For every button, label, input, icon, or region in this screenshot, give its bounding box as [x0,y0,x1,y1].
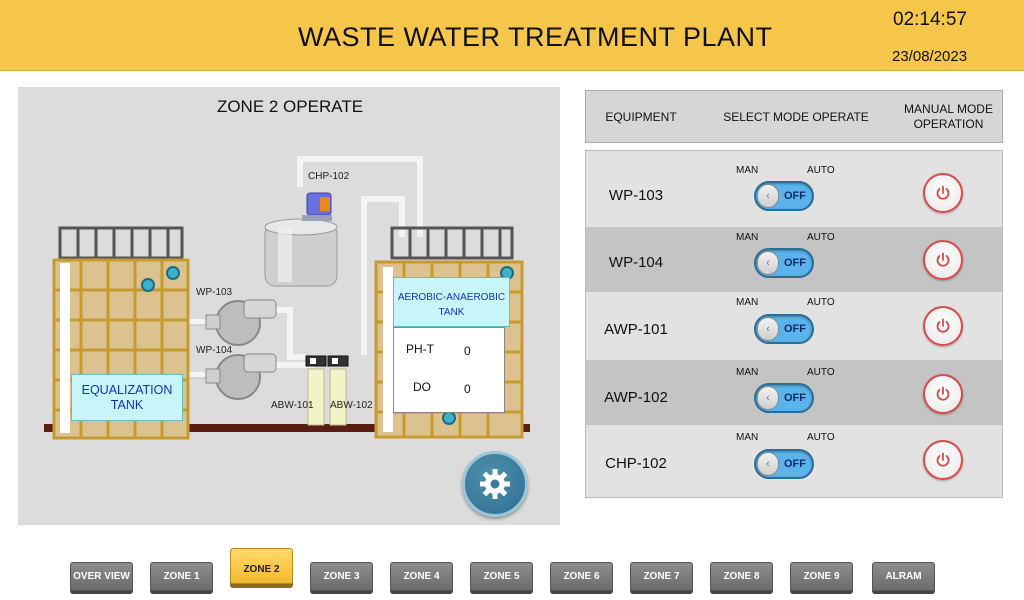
mode-toggle-wp-103[interactable]: ‹ OFF [754,181,814,211]
equipment-list: MAN AUTO WP-103 ‹ OFF MAN AUTO WP-104 ‹ … [585,150,1003,498]
label-wp-103: WP-103 [196,287,233,298]
nav-zone-4[interactable]: ZONE 4 [390,562,453,591]
equipment-name: WP-103 [608,187,664,204]
base-platform [44,424,530,432]
mode-toggle-awp-102[interactable]: ‹ OFF [754,383,814,413]
aerobic-tank-label: AEROBIC-ANAEROBIC TANK [393,277,510,327]
nav-zone-3[interactable]: ZONE 3 [310,562,373,591]
chemical-tank [264,192,338,287]
mode-toggle-awp-101[interactable]: ‹ OFF [754,314,814,344]
toggle-knob: ‹ [757,317,779,341]
header-manual-mode: MANUAL MODE OPERATION [904,102,993,131]
toggle-state: OFF [784,190,806,202]
nav-zone-8[interactable]: ZONE 8 [710,562,773,591]
power-button-wp-104[interactable] [923,240,963,280]
power-button-awp-102[interactable] [923,374,963,414]
label-abw-101: ABW-101 [271,400,314,411]
label-wp-104: WP-104 [196,345,233,356]
power-button-awp-101[interactable] [923,306,963,346]
do-label: DO [413,380,431,394]
auto-label: AUTO [807,232,835,243]
toggle-knob: ‹ [757,184,779,208]
label-abw-102: ABW-102 [330,400,373,411]
settings-button[interactable] [462,451,528,517]
power-icon [936,252,950,267]
clock-date: 23/08/2023 [892,48,968,65]
page-title: WASTE WATER TREATMENT PLANT [298,22,773,52]
toggle-knob: ‹ [757,386,779,410]
nav-zone-9[interactable]: ZONE 9 [790,562,853,591]
toggle-knob: ‹ [757,452,779,476]
gear-icon [480,469,510,499]
power-icon [936,185,950,200]
nav-zone-6[interactable]: ZONE 6 [550,562,613,591]
zone-title: ZONE 2 OPERATE [216,97,364,116]
header-bar: WASTE WATER TREATMENT PLANT 02:14:57 23/… [0,0,1024,71]
equipment-row-chp-102: MAN AUTO CHP-102 ‹ OFF [586,425,1002,497]
power-icon [936,318,950,333]
nav-zone-1[interactable]: ZONE 1 [150,562,213,591]
equipment-name: WP-104 [608,254,664,271]
clock-time: 02:14:57 [893,9,967,30]
pump-wp-104 [205,353,277,400]
auto-label: AUTO [807,432,835,443]
ph-value: 0 [464,344,471,358]
toggle-state: OFF [784,392,806,404]
pump-wp-103 [205,299,277,346]
man-label: MAN [736,165,759,176]
power-button-chp-102[interactable] [923,440,963,480]
equipment-name: CHP-102 [605,455,667,472]
do-value: 0 [464,382,471,396]
nav-zone-2[interactable]: ZONE 2 [230,548,293,584]
man-label: MAN [736,297,759,308]
man-label: MAN [736,232,759,243]
nav-overview[interactable]: OVER VIEW [70,562,133,591]
man-label: MAN [736,432,759,443]
power-icon [936,452,950,467]
toggle-state: OFF [784,257,806,269]
man-label: MAN [736,367,759,378]
auto-label: AUTO [807,367,835,378]
equipment-name: AWP-102 [604,389,668,406]
nav-zone-7[interactable]: ZONE 7 [630,562,693,591]
equipment-row-awp-101: MAN AUTO AWP-101 ‹ OFF [586,292,1002,360]
blower-abw-102 [327,355,349,426]
equipment-row-awp-102: MAN AUTO AWP-102 ‹ OFF [586,360,1002,425]
zone-panel: ZONE 2 OPERATE [18,87,560,525]
toggle-state: OFF [784,323,806,335]
readout-panel: PH-T 0 DO 0 [393,327,505,413]
toggle-state: OFF [784,458,806,470]
nav-alarm[interactable]: ALRAM [872,562,935,591]
header-select-mode: SELECT MODE OPERATE [723,110,869,124]
mode-toggle-wp-104[interactable]: ‹ OFF [754,248,814,278]
auto-label: AUTO [807,165,835,176]
equipment-row-wp-104: MAN AUTO WP-104 ‹ OFF [586,227,1002,292]
header-equipment: EQUIPMENT [605,110,677,124]
auto-label: AUTO [807,297,835,308]
equipment-row-wp-103: MAN AUTO WP-103 ‹ OFF [586,151,1002,227]
power-icon [936,386,950,401]
toggle-knob: ‹ [757,251,779,275]
power-button-wp-103[interactable] [923,173,963,213]
ph-label: PH-T [406,342,434,356]
nav-zone-5[interactable]: ZONE 5 [470,562,533,591]
mode-toggle-chp-102[interactable]: ‹ OFF [754,449,814,479]
label-chp-102: CHP-102 [308,171,350,182]
equalization-tank-label: EQUALIZATION TANK [71,374,183,421]
blower-abw-101 [305,355,327,426]
equipment-name: AWP-101 [604,321,668,338]
equipment-table-header: EQUIPMENT SELECT MODE OPERATE MANUAL MOD… [585,90,1003,143]
